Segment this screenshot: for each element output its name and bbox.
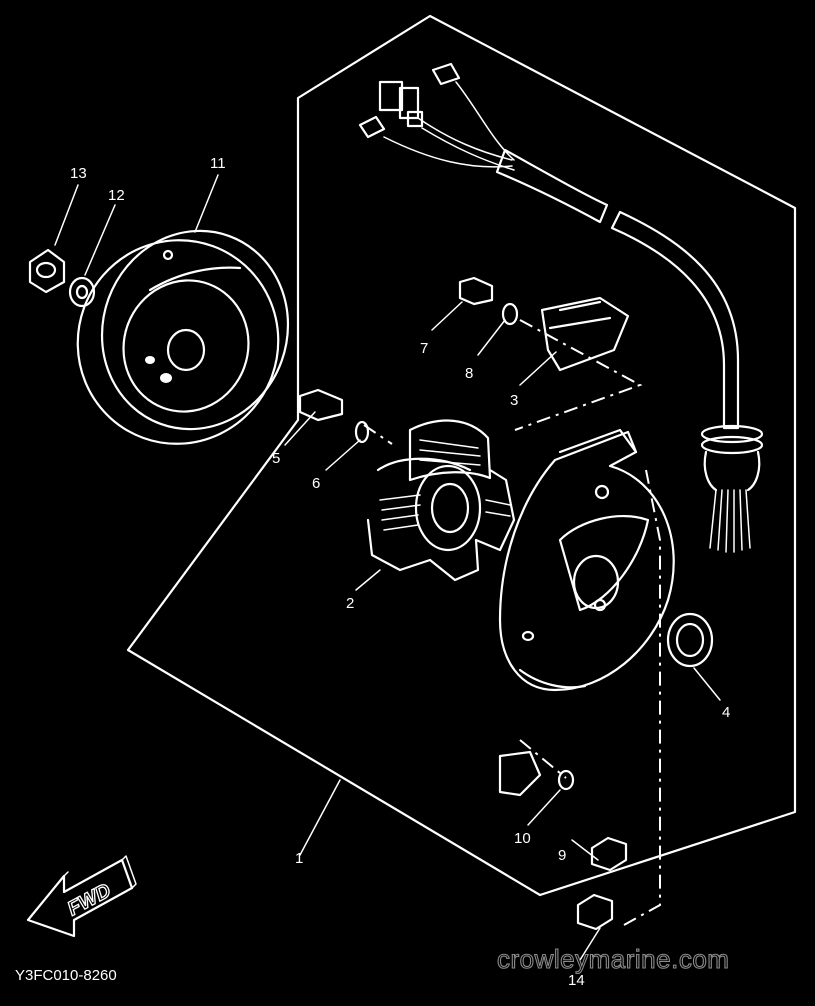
callout-3: 3 [510, 392, 518, 409]
washer-8 [501, 302, 519, 326]
assembly-outline [126, 14, 797, 897]
callout-13: 13 [70, 165, 87, 182]
oil-seal-4 [666, 612, 714, 668]
callout-8: 8 [465, 365, 473, 382]
clamp-10 [498, 750, 542, 797]
diagram-code: Y3FC010-8260 [15, 967, 117, 984]
leader-lines [54, 174, 721, 961]
washer-10 [557, 769, 575, 791]
callout-5: 5 [272, 450, 280, 467]
callout-2: 2 [346, 595, 354, 612]
callout-11: 11 [210, 155, 226, 172]
screw-9 [590, 836, 628, 872]
callout-9: 9 [558, 847, 566, 864]
screw-5 [298, 388, 344, 422]
callout-4: 4 [722, 704, 730, 721]
nut-13 [28, 248, 66, 294]
screw-7 [458, 276, 494, 306]
callout-14: 14 [568, 972, 585, 989]
flywheel-rotor [76, 229, 290, 445]
watermark: crowleymarine.com [497, 944, 729, 974]
bolt-14 [576, 893, 614, 931]
pulser-coil [540, 296, 630, 372]
wire-harness [358, 62, 764, 553]
stator-coil [366, 419, 516, 582]
callout-12: 12 [108, 187, 125, 204]
washer-12 [68, 276, 96, 308]
callout-1: 1 [295, 850, 303, 867]
fwd-arrow: FWD [26, 855, 137, 938]
callout-7: 7 [420, 340, 428, 357]
callout-10: 10 [514, 830, 531, 847]
washer-6 [354, 420, 370, 444]
callout-6: 6 [312, 475, 320, 492]
base-plate [498, 428, 675, 692]
